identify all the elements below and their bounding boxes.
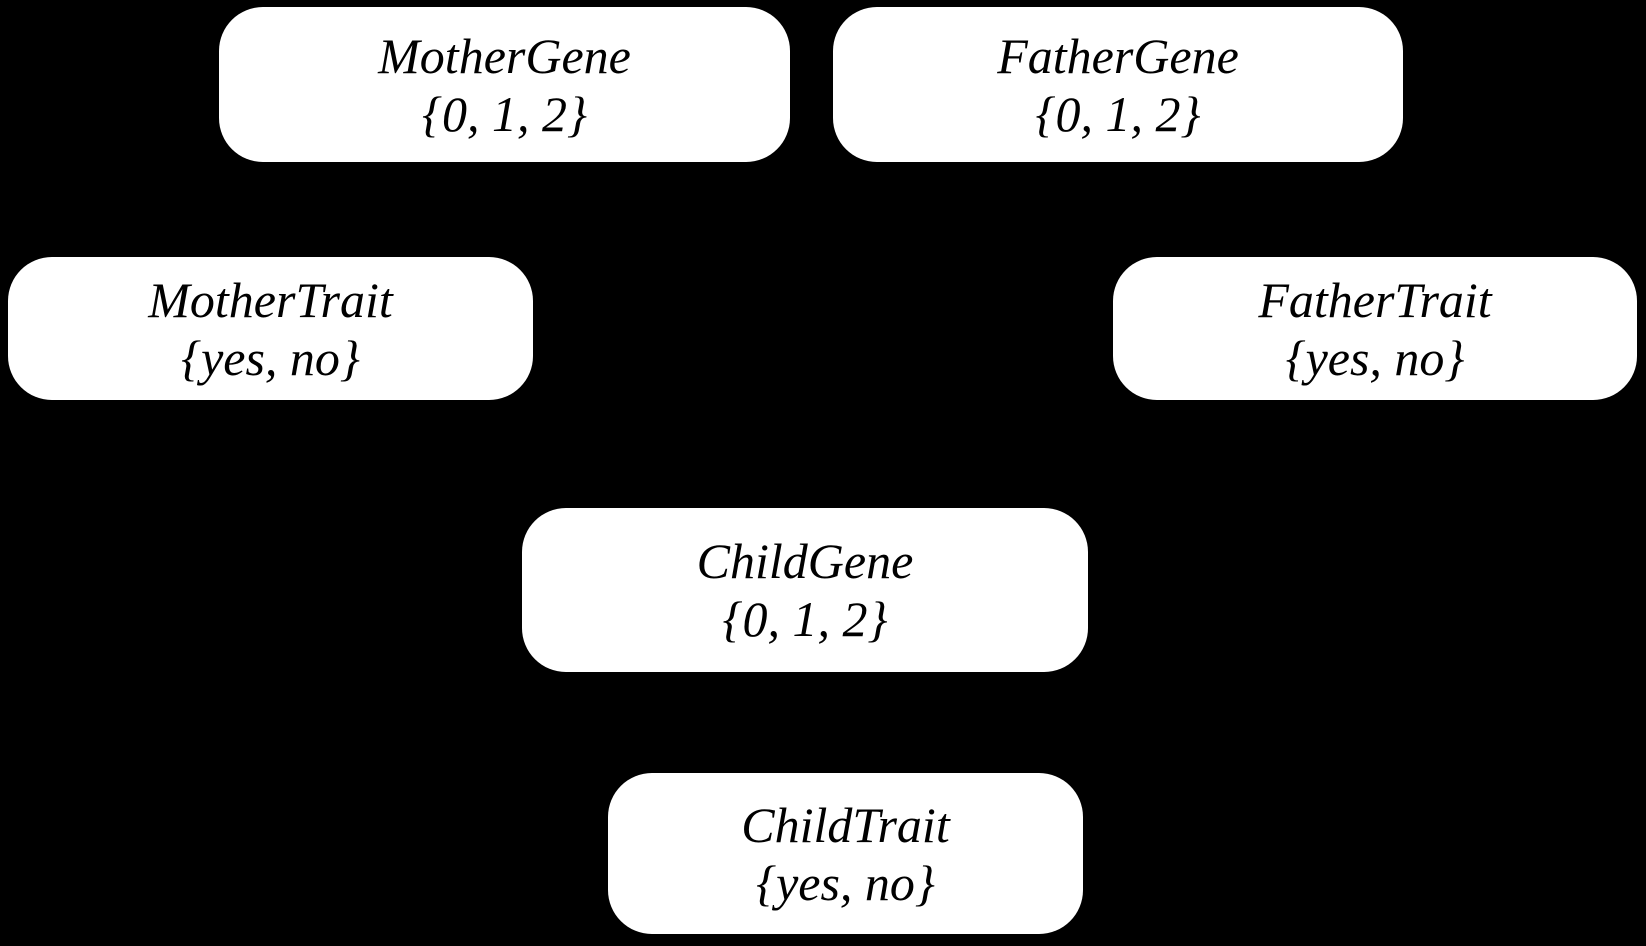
node-father-gene[interactable]: FatherGene {0, 1, 2}	[833, 7, 1403, 162]
node-father-gene-label: FatherGene	[997, 27, 1239, 84]
node-mother-gene-domain: {0, 1, 2}	[422, 85, 587, 142]
node-child-gene-domain: {0, 1, 2}	[722, 591, 888, 647]
node-child-trait-domain: {yes, no}	[756, 854, 935, 911]
node-mother-gene-label: MotherGene	[378, 27, 631, 84]
node-child-gene[interactable]: ChildGene {0, 1, 2}	[522, 508, 1088, 672]
node-mother-trait-label: MotherTrait	[148, 271, 393, 328]
node-mother-gene[interactable]: MotherGene {0, 1, 2}	[219, 7, 790, 162]
node-mother-trait[interactable]: MotherTrait {yes, no}	[8, 257, 533, 400]
node-child-gene-label: ChildGene	[696, 533, 914, 589]
node-mother-trait-domain: {yes, no}	[181, 329, 360, 386]
node-father-trait[interactable]: FatherTrait {yes, no}	[1113, 257, 1637, 400]
node-father-gene-domain: {0, 1, 2}	[1035, 85, 1201, 142]
node-father-trait-label: FatherTrait	[1258, 271, 1492, 328]
node-child-trait-label: ChildTrait	[741, 796, 950, 853]
node-child-trait[interactable]: ChildTrait {yes, no}	[608, 773, 1083, 934]
node-father-trait-domain: {yes, no}	[1285, 329, 1465, 386]
